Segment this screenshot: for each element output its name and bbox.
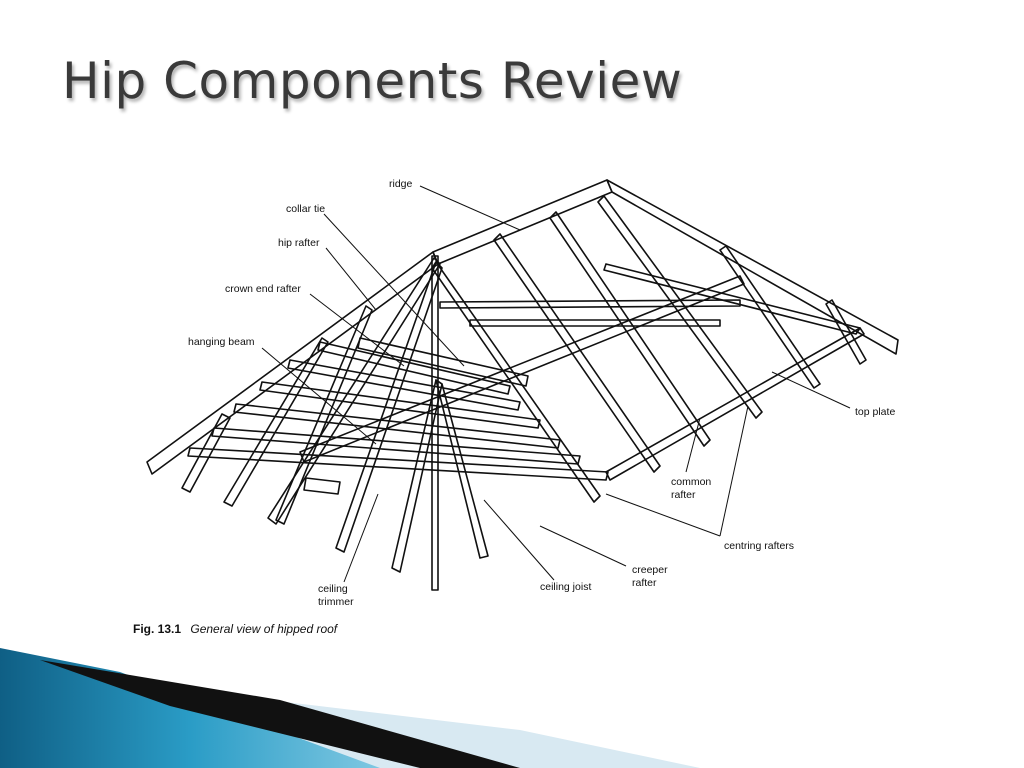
leader-common-rafter <box>685 417 701 473</box>
slide-title: Hip Components Review <box>62 52 683 110</box>
top-plate-front <box>187 447 609 481</box>
ridge-board <box>432 179 613 265</box>
end-rafter-front-1 <box>267 257 441 525</box>
leader-centring-1 <box>605 493 721 537</box>
leader-crown-end-rafter <box>309 293 405 367</box>
top-plate-back <box>603 263 861 335</box>
label-hip-rafter: hip rafter <box>278 237 320 249</box>
figure-number: Fig. 13.1 <box>133 622 182 636</box>
label-creeper-rafter-line2: rafter <box>632 577 657 589</box>
hip-rafter-right <box>606 179 899 355</box>
figure-description: General view of hipped roof <box>190 622 338 636</box>
label-ceiling-trimmer-line1: ceiling <box>318 583 348 595</box>
collar-tie-member <box>357 337 529 387</box>
ceiling-joist-1 <box>211 427 581 465</box>
crown-post <box>431 255 439 591</box>
label-common-rafter-line2: rafter <box>671 489 696 501</box>
label-crown-end-rafter: crown end rafter <box>225 283 301 295</box>
ceiling-joist-5 <box>317 341 511 395</box>
leader-hip-rafter <box>325 247 377 311</box>
label-centring-rafters: centring rafters <box>724 540 794 552</box>
common-rafter-3 <box>597 195 763 419</box>
leader-ceiling-trimmer <box>343 493 379 583</box>
leader-ceiling-joist <box>483 499 555 581</box>
hanging-beam-member <box>299 275 745 463</box>
end-rafter-front-5 <box>435 379 489 559</box>
back-joist-1 <box>439 299 741 309</box>
ceiling-joist-3 <box>259 381 541 429</box>
creeper-rafter-2 <box>275 305 373 525</box>
leader-hanging-beam <box>261 347 377 445</box>
end-rafter-front-2 <box>335 261 443 553</box>
component-labels: ridge collar tie hip rafter crown end ra… <box>188 178 895 608</box>
leader-collar-tie <box>323 213 465 367</box>
creeper-rafter-1 <box>223 337 329 507</box>
label-collar-tie: collar tie <box>286 203 325 215</box>
ceiling-trimmer-member <box>303 477 341 495</box>
ceiling-joist-4 <box>287 359 521 411</box>
label-ceiling-trimmer-line2: trimmer <box>318 596 354 608</box>
leader-ridge <box>419 185 521 231</box>
figure-caption: Fig. 13.1 General view of hipped roof <box>133 622 337 636</box>
label-ridge: ridge <box>389 178 413 190</box>
common-rafter-4 <box>719 245 821 389</box>
creeper-rafter-3 <box>181 413 231 493</box>
label-hanging-beam: hanging beam <box>188 336 255 348</box>
label-creeper-rafter-line1: creeper <box>632 564 668 576</box>
ceiling-joist-2 <box>233 403 561 449</box>
label-top-plate: top plate <box>855 406 895 418</box>
common-rafter-1 <box>493 233 661 473</box>
leader-top-plate <box>771 371 851 409</box>
end-rafter-front-3 <box>431 261 601 503</box>
back-joist-2 <box>469 319 721 327</box>
top-plate-right <box>605 327 865 481</box>
label-common-rafter-line1: common <box>671 476 711 488</box>
leader-creeper-rafter <box>539 525 627 567</box>
leader-lines <box>261 185 851 583</box>
label-ceiling-joist: ceiling joist <box>540 581 591 593</box>
common-rafter-2 <box>549 211 711 447</box>
leader-centring-2 <box>719 405 749 537</box>
roof-framing <box>146 179 899 591</box>
